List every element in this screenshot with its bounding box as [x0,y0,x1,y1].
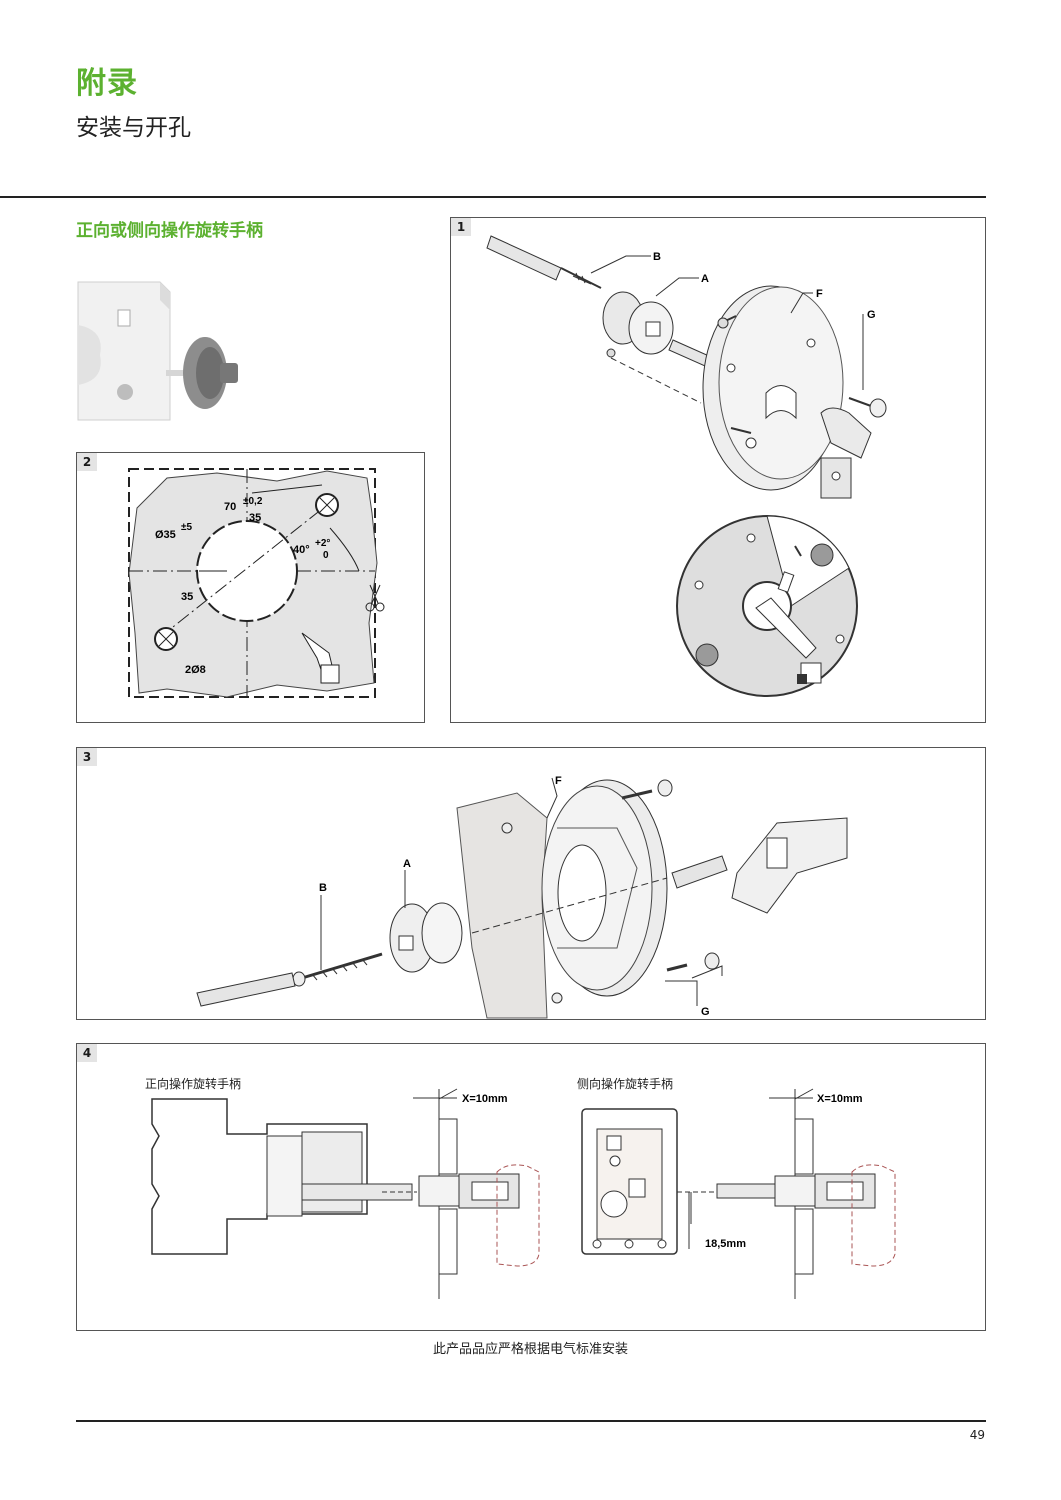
dim-70-tol: ±0,2 [243,496,263,507]
holes-2x8: 2Ø8 [185,664,206,676]
panel-3-exploded-drawing: F A B G [196,775,848,1019]
page-subtitle: 安装与开孔 [76,115,191,141]
angle-tol-zero: 0 [323,550,329,561]
installation-note: 此产品品应严格根据电气标准安装 [432,1342,628,1357]
label-b: B [319,882,327,894]
scissors-icon [365,584,385,612]
front-handle-caption: 正向操作旋转手柄 [145,1077,242,1091]
side-offset-dimension: 18,5mm [705,1238,746,1250]
front-x-dimension: X=10mm [462,1093,508,1105]
side-x-dimension: X=10mm [817,1093,863,1105]
panel-2: 2 70 ±0,2 35 Ø35 ±5 40° +2° 0 35 2Ø8 [76,452,425,723]
angle-40: 40° [293,544,310,556]
label-f: F [555,775,562,787]
panel-1-exploded-drawing: B A F G [486,235,887,697]
footer-divider [76,1420,986,1422]
label-g: G [701,1006,710,1018]
panel-3: 3 F A B [76,747,986,1020]
page-title: 附录 [76,66,138,101]
angle-tol-plus: +2° [315,538,330,549]
section-heading: 正向或侧向操作旋转手柄 [76,221,263,241]
panel-4: 4 正向操作旋转手柄 侧向操作旋转手柄 X=10mm 18,5mm [76,1043,986,1331]
label-b: B [653,251,661,263]
label-g: G [867,309,876,321]
product-illustration [70,270,250,430]
panel-3-number: 3 [77,748,97,766]
panel-2-number: 2 [77,453,97,471]
panel-4-number: 4 [77,1044,97,1062]
dia-35: Ø35 [155,529,176,541]
side-handle-caption: 侧向操作旋转手柄 [577,1077,674,1091]
panel-2-cutout-drawing: 70 ±0,2 35 Ø35 ±5 40° +2° 0 35 2Ø8 [128,468,385,698]
header-divider [0,196,986,198]
dim-70: 70 [224,501,236,513]
dim-35-top: 35 [249,512,261,524]
panel-1-number: 1 [451,218,471,236]
dim-35-bottom: 35 [181,591,193,603]
label-a: A [701,273,709,285]
label-a: A [403,858,411,870]
label-f: F [816,288,823,300]
panel-4-dimension-drawing: X=10mm 18,5mm X=10mm [151,1088,896,1299]
dia-35-tol: ±5 [181,522,192,533]
panel-1: 1 B A F [450,217,986,723]
page-number: 49 [969,1428,985,1442]
